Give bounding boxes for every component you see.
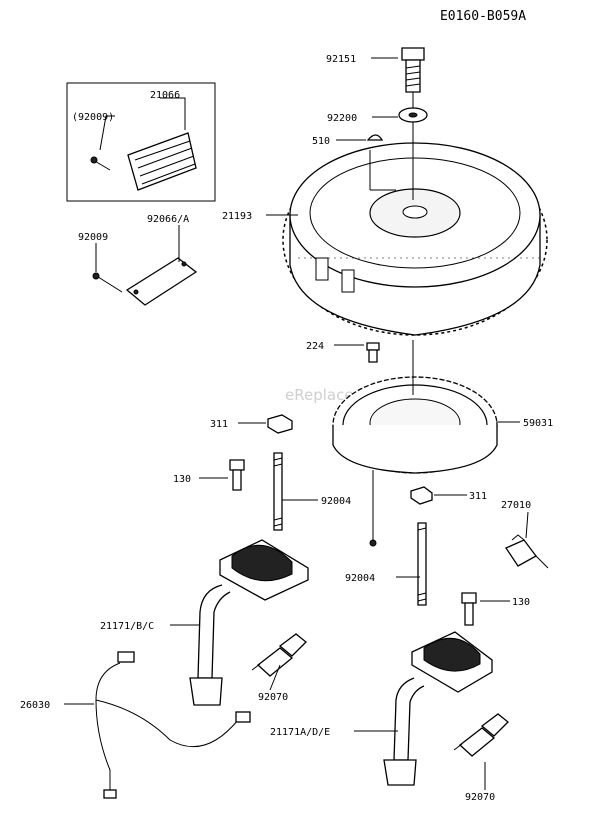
stud-92004-left [273,452,283,531]
stator [332,376,498,474]
label-21171-bc: 21171/B/C [100,621,154,632]
label-92070-lower: 92070 [465,792,495,803]
bolt-92151 [401,47,425,93]
nut-311-right [410,486,433,505]
cover-plate [92,257,198,306]
label-92151: 92151 [326,54,356,65]
label-21171-ade: 21171A/D/E [270,727,330,738]
label-311-right: 311 [469,491,487,502]
label-130-left: 130 [173,474,191,485]
label-27010: 27010 [501,500,531,511]
switch-27010 [505,534,549,569]
wire-harness-26030 [95,651,251,799]
label-21193: 21193 [222,211,252,222]
nut-311-left [267,414,293,434]
washer-hole [408,112,418,118]
label-92070-upper: 92070 [258,692,288,703]
label-59031: 59031 [523,418,553,429]
spark-plug-upper [251,633,307,677]
ignition-coil-right [383,631,493,786]
label-92066: 92066/A [147,214,189,225]
ignition-coil-left [189,539,309,706]
diagram-code: E0160-B059A [440,9,526,24]
label-92004-left: 92004 [321,496,351,507]
label-92009: 92009 [78,232,108,243]
bolt-130-left [229,459,245,491]
flywheel [282,142,548,336]
key-510 [366,134,384,141]
bolt-130-right [461,592,477,626]
stud-92004-right [417,522,427,606]
label-92009-paren: (92009) [72,112,114,123]
label-130-right: 130 [512,597,530,608]
label-92200: 92200 [327,113,357,124]
label-311-left: 311 [210,419,228,430]
spark-plug-lower [453,713,509,757]
label-510: 510 [312,136,330,147]
label-92004-right: 92004 [345,573,375,584]
regulator-inset [66,82,216,202]
label-21066: 21066 [150,90,180,101]
screw-224 [366,342,380,363]
label-26030: 26030 [20,700,50,711]
label-224: 224 [306,341,324,352]
